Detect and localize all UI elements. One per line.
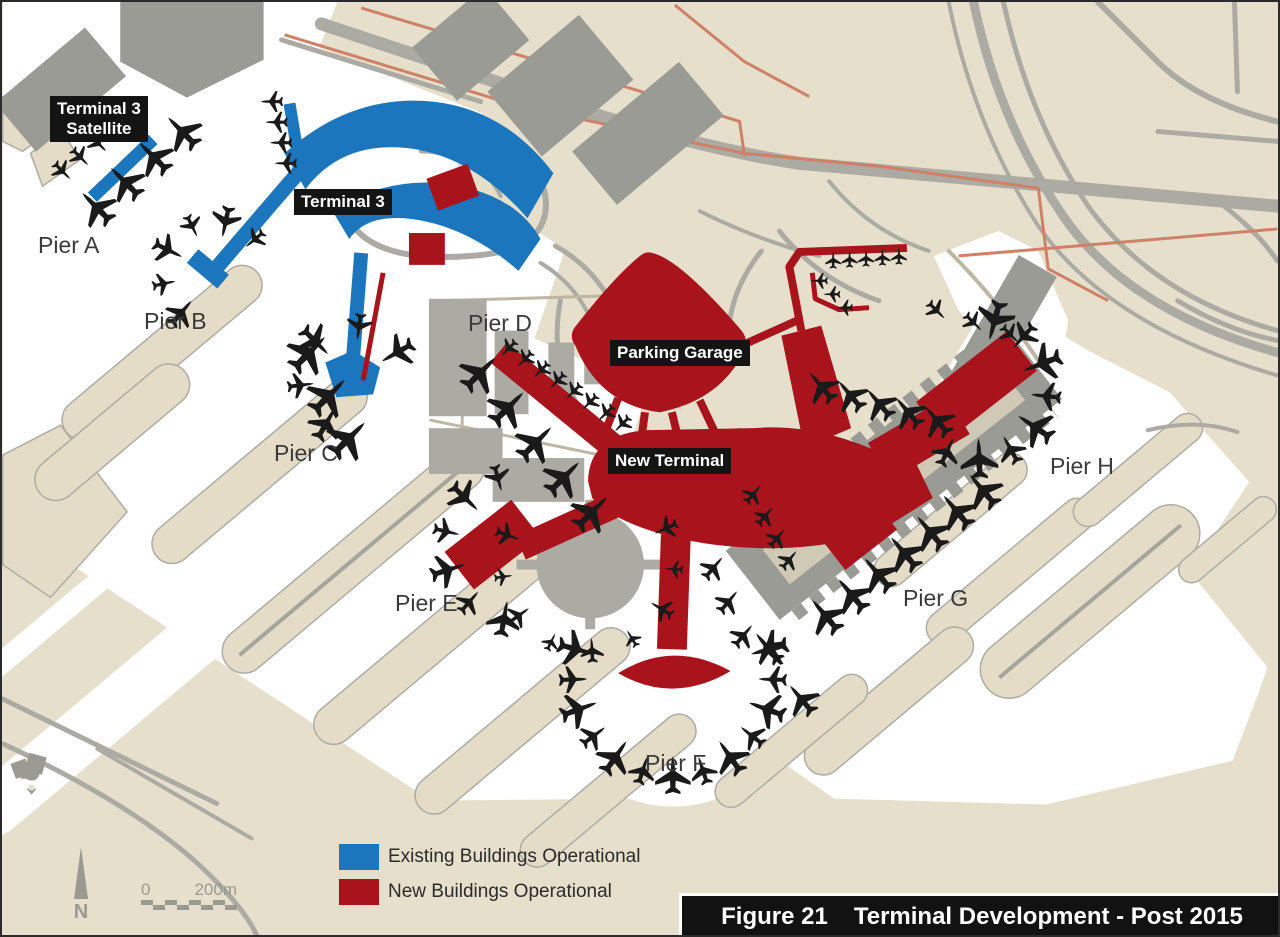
figure-title-bar: Figure 21 Terminal Development - Post 20… bbox=[679, 893, 1278, 935]
north-label: N bbox=[73, 901, 89, 923]
label-pier-b: Pier B bbox=[144, 308, 207, 334]
legend-swatch-new bbox=[339, 878, 379, 905]
map-pin-icon bbox=[23, 764, 40, 795]
legend-label-new: New Buildings Operational bbox=[388, 880, 612, 902]
label-terminal3: Terminal 3 bbox=[294, 189, 392, 215]
legend-item-existing: Existing Buildings Operational bbox=[339, 843, 640, 870]
label-pier-f: Pier F bbox=[645, 750, 707, 776]
label-pier-d: Pier D bbox=[468, 310, 532, 336]
figure-number: Figure 21 bbox=[721, 902, 828, 930]
scale-end-label: 200m bbox=[194, 880, 237, 899]
figure-title: Terminal Development - Post 2015 bbox=[853, 902, 1243, 930]
legend-swatch-existing bbox=[339, 843, 379, 870]
mosque-icon bbox=[10, 752, 47, 795]
scale-bar: 0 200m bbox=[141, 880, 237, 910]
scale-start-label: 0 bbox=[141, 880, 151, 899]
label-pier-c: Pier C bbox=[274, 440, 338, 466]
label-pier-h: Pier H bbox=[1050, 453, 1114, 479]
parking-garage-building bbox=[571, 252, 747, 413]
label-pier-g: Pier G bbox=[903, 585, 969, 611]
label-pier-a: Pier A bbox=[38, 232, 100, 258]
terminal3-satellite-line2: Satellite bbox=[66, 119, 132, 138]
north-arrow-icon bbox=[74, 847, 88, 899]
label-parking-garage: Parking Garage bbox=[610, 340, 750, 366]
label-terminal3-satellite: Terminal 3 Satellite bbox=[50, 96, 148, 142]
label-new-terminal: New Terminal bbox=[608, 448, 732, 474]
terminal3-satellite-line1: Terminal 3 bbox=[57, 99, 141, 118]
legend: Existing Buildings Operational New Build… bbox=[339, 843, 640, 913]
legend-label-existing: Existing Buildings Operational bbox=[388, 845, 641, 867]
scale-bar-graphic bbox=[141, 900, 237, 905]
label-pier-e: Pier E bbox=[395, 590, 458, 616]
terminal3-satellite-building bbox=[87, 134, 158, 202]
legend-item-new: New Buildings Operational bbox=[339, 878, 640, 905]
compass: N bbox=[64, 847, 98, 924]
